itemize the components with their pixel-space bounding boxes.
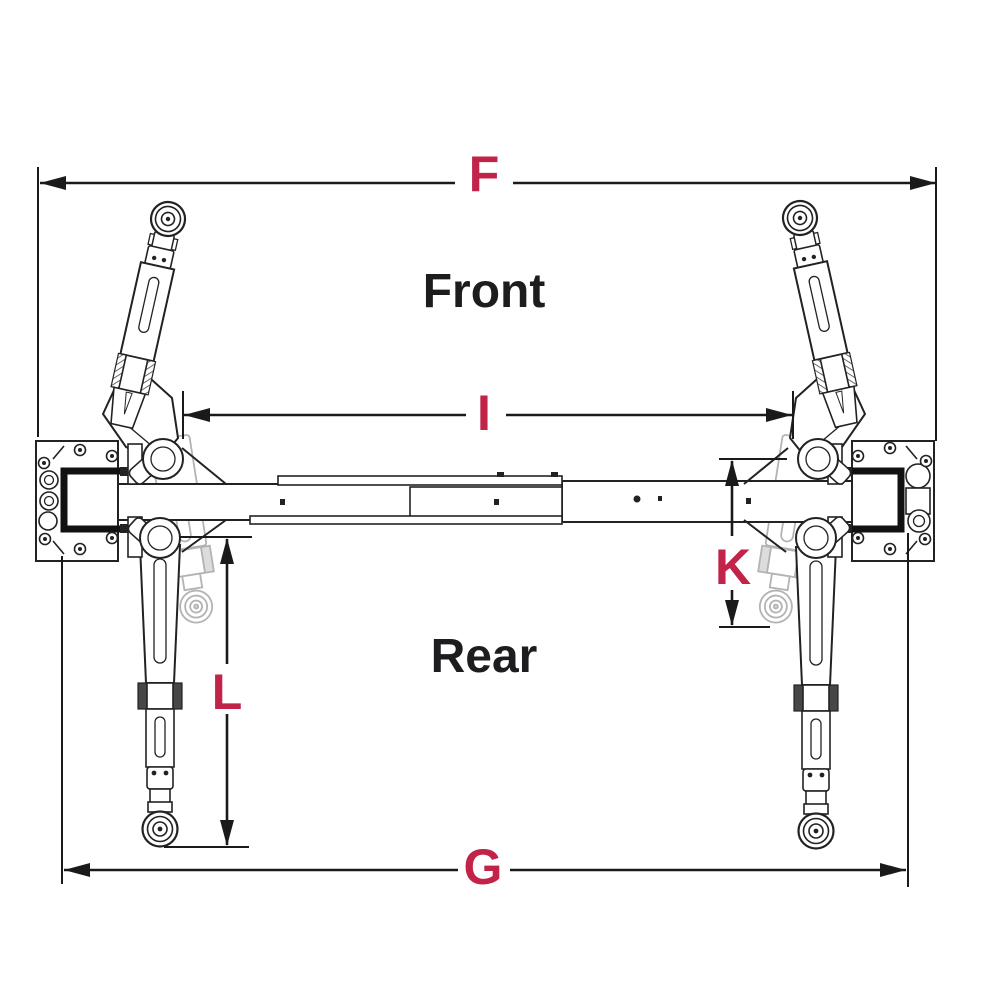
plate-bolts bbox=[851, 441, 933, 556]
arrowhead-right bbox=[880, 863, 906, 877]
front-left-arm bbox=[101, 197, 192, 465]
dimension-i-label: I bbox=[477, 385, 491, 441]
front-left-pivot bbox=[127, 438, 227, 485]
rear-right-pivot bbox=[743, 516, 851, 559]
arrowhead-down bbox=[725, 600, 739, 626]
dimension-f: F bbox=[37, 146, 937, 441]
rear-right-arm bbox=[792, 545, 840, 850]
arrowhead-right bbox=[766, 408, 792, 422]
arrowhead-down bbox=[220, 820, 234, 846]
dimension-l-label: L bbox=[212, 664, 243, 720]
right-mounting-plate bbox=[843, 440, 935, 562]
left-mounting-plate bbox=[35, 440, 129, 562]
arrowhead-left bbox=[40, 176, 66, 190]
dimension-g: G bbox=[61, 533, 909, 895]
front-label: Front bbox=[423, 265, 546, 318]
dimension-k: K bbox=[715, 458, 787, 628]
dimension-g-label: G bbox=[464, 839, 503, 895]
dimension-i: I bbox=[182, 385, 794, 441]
dimension-l: L bbox=[164, 536, 252, 848]
front-right-arm bbox=[776, 196, 867, 465]
rear-label: Rear bbox=[431, 630, 538, 683]
plate-bolts bbox=[37, 443, 119, 556]
arrowhead-up bbox=[725, 460, 739, 486]
rear-left-arm bbox=[136, 543, 184, 848]
arrowhead-right bbox=[910, 176, 936, 190]
rear-left-pivot bbox=[127, 516, 227, 559]
arrowhead-left bbox=[184, 408, 210, 422]
dimension-f-label: F bbox=[469, 146, 500, 202]
front-right-pivot bbox=[743, 438, 852, 485]
dimension-k-label: K bbox=[715, 539, 751, 595]
telescoping-crossbeam bbox=[117, 472, 857, 525]
arrowhead-up bbox=[220, 538, 234, 564]
arrowhead-left bbox=[64, 863, 90, 877]
